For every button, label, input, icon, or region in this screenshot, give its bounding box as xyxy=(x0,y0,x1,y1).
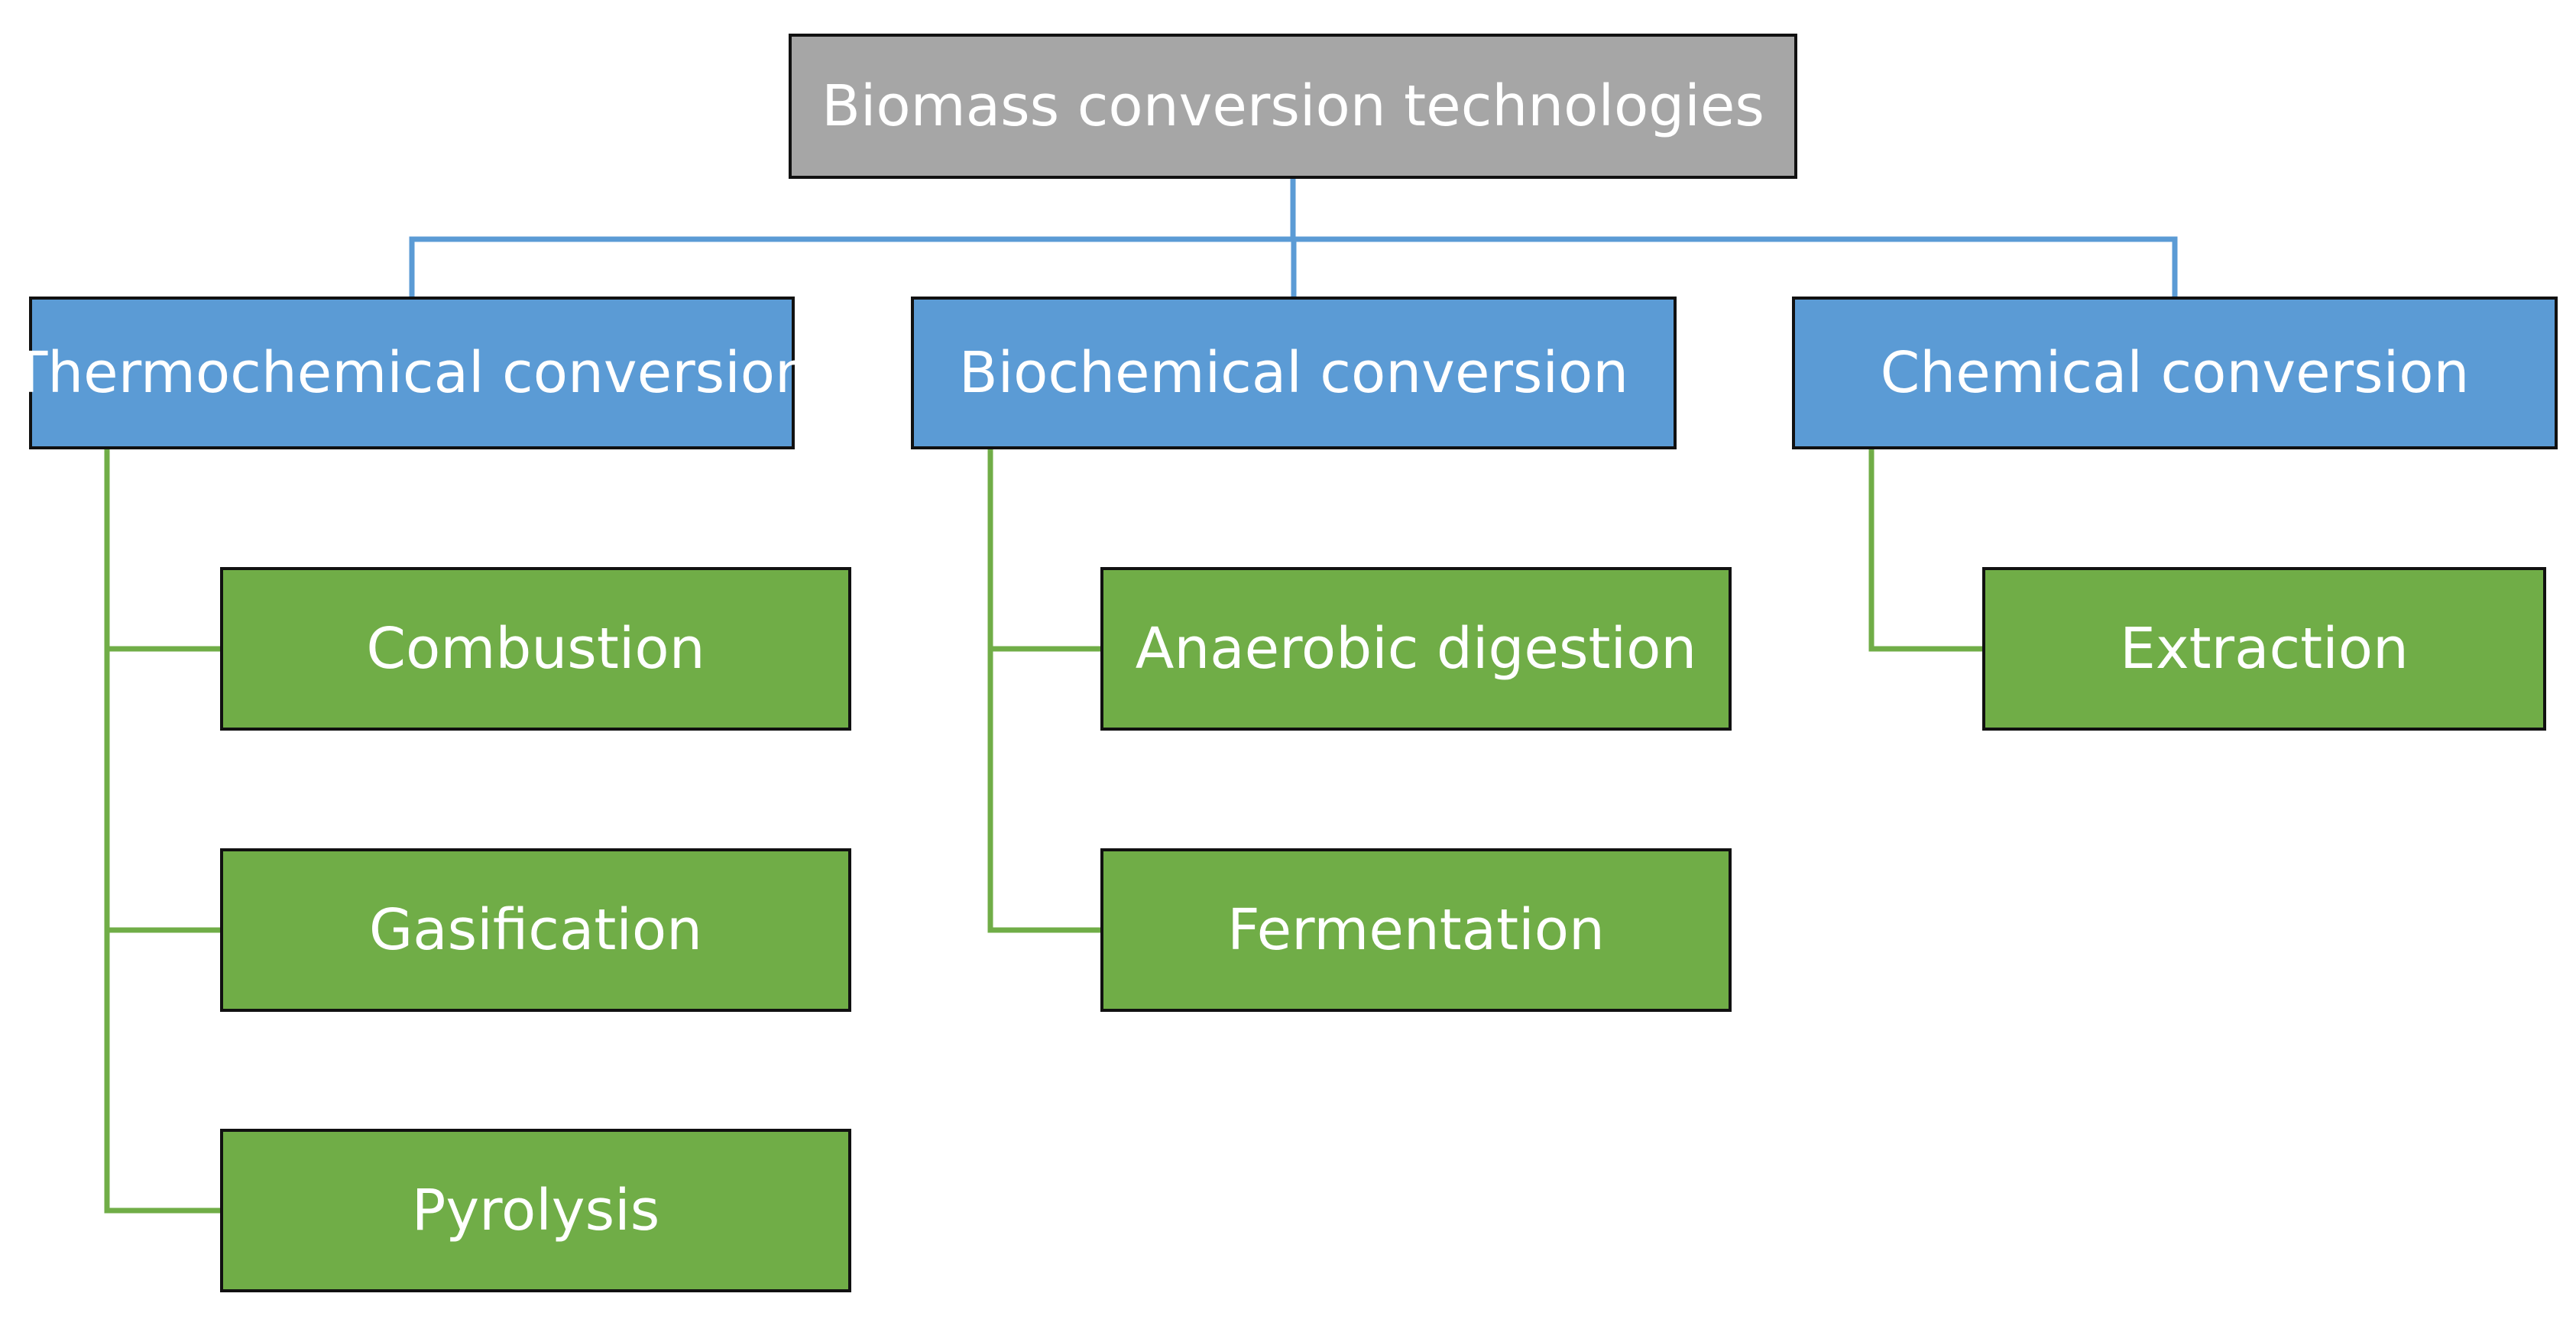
method-node-anaerobic-digestion: Anaerobic digestion xyxy=(1100,567,1732,731)
method-node-pyrolysis: Pyrolysis xyxy=(220,1129,851,1292)
method-node-gasification: Gasification xyxy=(220,848,851,1012)
root-node-biomass-conversion-technologies: Biomass conversion technologies xyxy=(789,34,1797,179)
category-node-chemical-conversion: Chemical conversion xyxy=(1792,297,2558,449)
method-node-fermentation: Fermentation xyxy=(1100,848,1732,1012)
method-node-combustion: Combustion xyxy=(220,567,851,731)
category-node-thermochemical-conversion: Thermochemical conversion xyxy=(13,297,811,449)
method-node-extraction: Extraction xyxy=(1982,567,2546,731)
category-node-biochemical-conversion: Biochemical conversion xyxy=(911,297,1677,449)
